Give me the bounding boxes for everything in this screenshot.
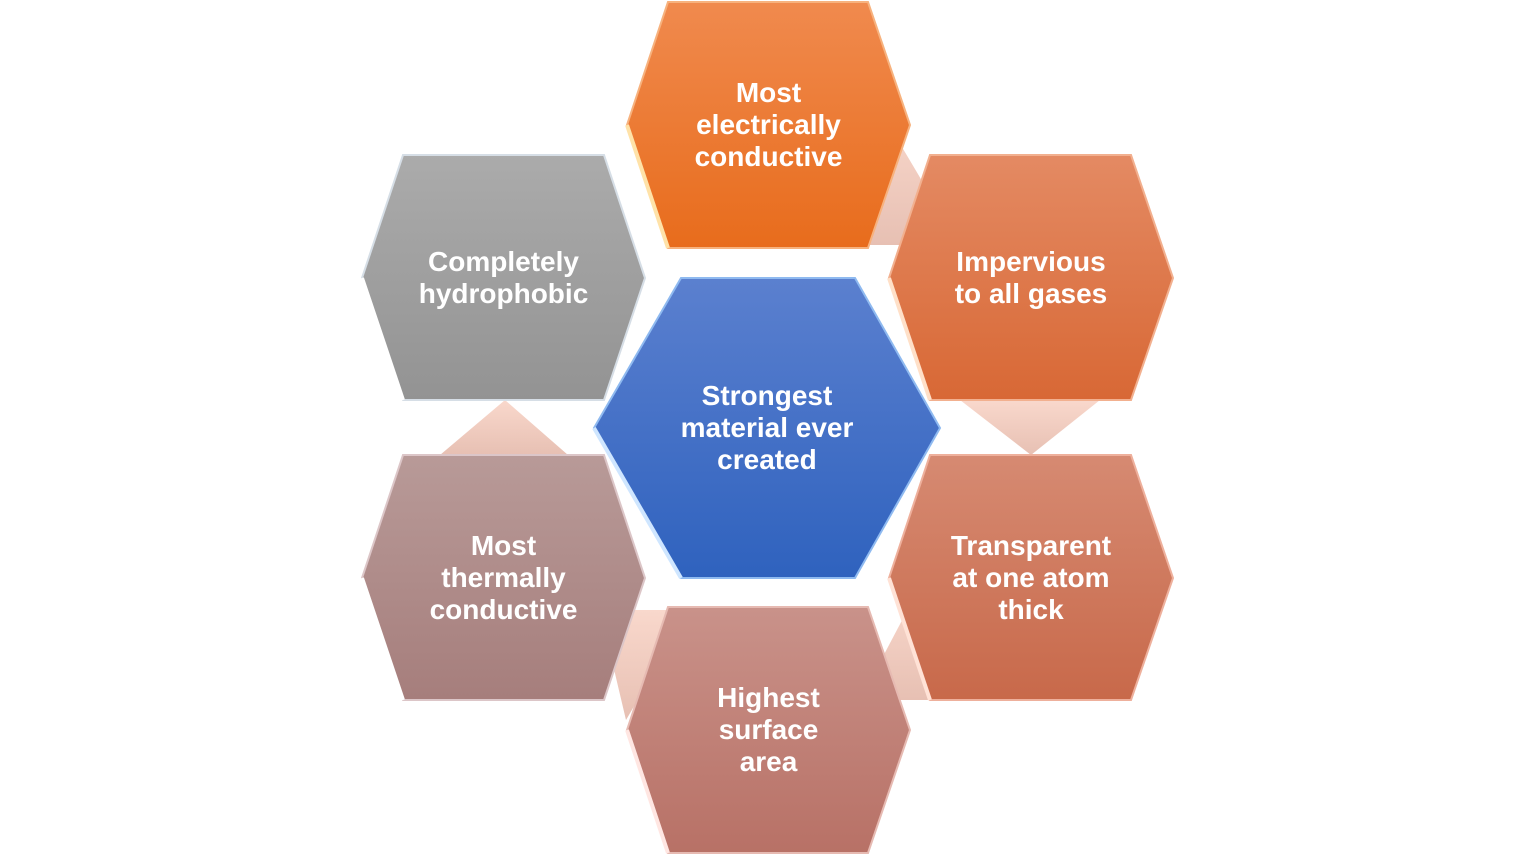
hex-lower-right xyxy=(887,454,1175,701)
hex-top xyxy=(625,0,912,249)
hex-upper-right xyxy=(887,154,1175,401)
connector-lower-left-to-upper-left xyxy=(440,400,568,455)
hex-center xyxy=(592,277,942,580)
connector-upper-right-to-lower-right xyxy=(960,400,1100,455)
hex-upper-left xyxy=(360,154,647,401)
hex-lower-left xyxy=(360,454,647,701)
hex-bottom xyxy=(625,606,912,854)
